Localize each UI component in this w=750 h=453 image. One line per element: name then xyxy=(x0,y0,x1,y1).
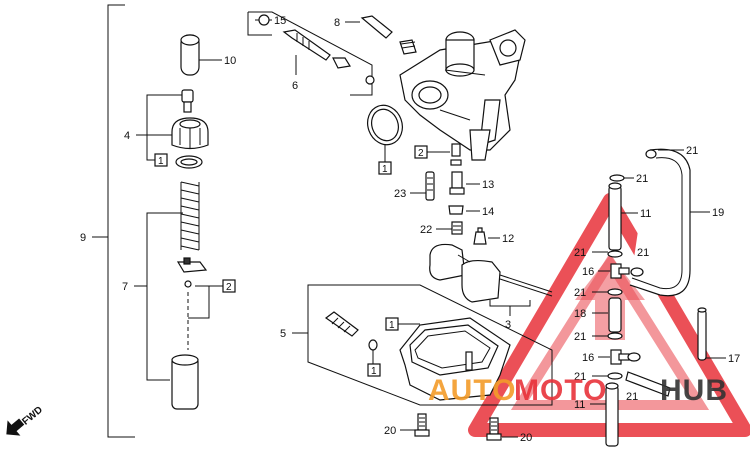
part-11-tube-lower xyxy=(605,382,619,447)
svg-text:HUB: HUB xyxy=(660,374,728,407)
part-air-screw xyxy=(324,311,359,337)
part-float-bowl xyxy=(399,317,511,401)
callout-21-d: 21 xyxy=(637,247,649,259)
part-16-tee-lower xyxy=(610,349,630,365)
svg-text:AUTO: AUTO xyxy=(428,374,516,407)
part-18-tube xyxy=(608,297,622,333)
part-20-screw-b xyxy=(486,417,502,441)
part-20-screw-a xyxy=(414,413,430,437)
part-spring xyxy=(180,181,200,251)
part-23-pilot-jet xyxy=(425,171,435,201)
part-8-screw xyxy=(360,15,417,55)
callout-21-g: 21 xyxy=(574,371,586,383)
callout-4: 4 xyxy=(124,130,130,142)
box-1-c: 1 xyxy=(371,366,377,377)
part-4-top-cap xyxy=(171,117,209,150)
part-16-tee-upper xyxy=(610,263,630,279)
callout-5: 5 xyxy=(280,328,286,340)
callout-13: 13 xyxy=(482,179,494,191)
callout-18: 18 xyxy=(574,308,586,320)
fwd-arrow-icon xyxy=(6,418,25,436)
part-needle-holder xyxy=(176,257,208,350)
callout-15: 15 xyxy=(274,15,286,27)
callout-16-b: 16 xyxy=(582,352,594,364)
box-2-a: 2 xyxy=(226,282,232,293)
callout-17: 17 xyxy=(728,353,740,365)
callout-7: 7 xyxy=(122,281,128,293)
callout-6: 6 xyxy=(292,80,298,92)
part-3-float xyxy=(429,243,553,303)
fwd-label: FWD xyxy=(20,404,45,427)
part-6-jet-assembly xyxy=(282,29,351,69)
callout-19: 19 xyxy=(712,207,724,219)
callout-21-f: 21 xyxy=(574,331,586,343)
callout-21-h: 21 xyxy=(626,391,638,403)
callout-22: 22 xyxy=(420,224,432,236)
part-12-drain-screw xyxy=(473,227,487,245)
callout-21-a: 21 xyxy=(686,145,698,157)
callout-9: 9 xyxy=(80,232,86,244)
svg-text:MOTO: MOTO xyxy=(514,374,607,407)
part-17-vent-tube xyxy=(697,307,707,361)
part-throttle-slide xyxy=(171,354,199,410)
part-11-tube-upper xyxy=(608,182,622,251)
callout-11-b: 11 xyxy=(574,399,585,411)
box-1-a: 1 xyxy=(158,156,164,167)
callout-14: 14 xyxy=(482,206,494,218)
callout-8: 8 xyxy=(334,17,340,29)
part-13-needle-jet xyxy=(448,143,465,215)
callout-16-a: 16 xyxy=(582,266,594,278)
callout-21-b: 21 xyxy=(636,173,648,185)
watermark-text: AUTO MOTO HUB xyxy=(428,374,728,407)
callout-12: 12 xyxy=(502,233,514,245)
box-2-b: 2 xyxy=(418,148,424,159)
part-22-main-jet xyxy=(451,221,463,235)
callout-11-a: 11 xyxy=(640,208,651,220)
callout-21-c: 21 xyxy=(574,247,586,259)
callout-20-a: 20 xyxy=(384,425,396,437)
callout-20-b: 20 xyxy=(520,432,532,444)
callout-21-e: 21 xyxy=(574,287,586,299)
carburetor-body xyxy=(399,29,526,161)
box-1-d: 1 xyxy=(389,320,395,331)
callout-10: 10 xyxy=(224,55,236,67)
callout-23: 23 xyxy=(394,188,406,200)
part-10-cap xyxy=(180,34,200,76)
callout-3: 3 xyxy=(505,319,511,331)
box-1-b: 1 xyxy=(382,164,388,175)
